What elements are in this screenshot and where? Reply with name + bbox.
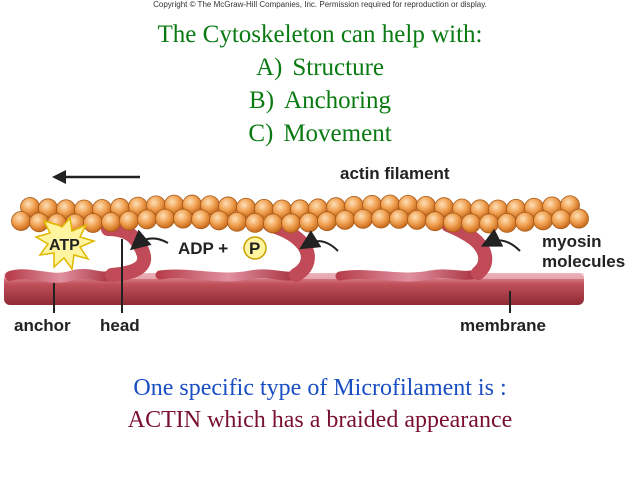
actin-bead xyxy=(408,210,427,229)
list-item-letter: C) xyxy=(248,120,273,147)
actin-bead xyxy=(300,213,319,232)
slide-heading: The Cytoskeleton can help with: xyxy=(0,18,640,51)
actin-bead xyxy=(84,214,103,233)
list-item-text: Structure xyxy=(292,54,384,81)
copyright-notice: Copyright © The McGraw-Hill Companies, I… xyxy=(0,0,640,10)
membrane-label: membrane xyxy=(460,316,546,335)
atp-label: ATP xyxy=(49,237,80,254)
anchor-label: anchor xyxy=(14,316,71,335)
actin-bead xyxy=(372,209,391,228)
list-item-text: Anchoring xyxy=(284,87,391,114)
caption-line-2: ACTIN which has a braided appearance xyxy=(0,404,640,436)
actin-bead xyxy=(390,209,409,228)
list-item-structure: A) Structure xyxy=(0,51,640,84)
phosphate-circle: P xyxy=(244,237,266,259)
actin-bead xyxy=(138,210,157,229)
list-item-anchoring: B) Anchoring xyxy=(0,84,640,117)
actin-bead xyxy=(534,211,553,230)
list-item-letter: A) xyxy=(256,54,282,81)
actin-bead xyxy=(462,214,481,233)
actin-bead xyxy=(516,212,535,231)
myosin-label-line2: molecules xyxy=(542,252,625,271)
actin-bead xyxy=(282,214,301,233)
title-block: The Cytoskeleton can help with: A) Struct… xyxy=(0,18,640,150)
list-item-letter: B) xyxy=(249,87,274,114)
actin-bead xyxy=(174,209,193,228)
phosphate-label: P xyxy=(249,239,260,258)
actin-myosin-diagram: actin filament ATP ADP + P myosin molecu… xyxy=(0,155,640,345)
actin-bead xyxy=(228,212,247,231)
adp-label: ADP + xyxy=(178,239,228,258)
head-label: head xyxy=(100,316,140,335)
movement-direction-arrow xyxy=(52,170,140,184)
actin-bead xyxy=(264,214,283,233)
caption-block: One specific type of Microfilament is : … xyxy=(0,372,640,436)
actin-filament-label: actin filament xyxy=(340,164,450,183)
caption-line-1: One specific type of Microfilament is : xyxy=(0,372,640,404)
actin-bead xyxy=(480,214,499,233)
actin-bead xyxy=(318,212,337,231)
myosin-label-line1: myosin xyxy=(542,232,602,251)
actin-filament xyxy=(12,195,589,233)
actin-bead xyxy=(498,213,517,232)
actin-bead xyxy=(12,212,31,231)
actin-bead xyxy=(246,213,265,232)
actin-bead xyxy=(354,209,373,228)
actin-bead xyxy=(444,213,463,232)
myosin-molecule-3 xyxy=(340,225,485,277)
actin-bead xyxy=(192,210,211,229)
actin-bead xyxy=(156,209,175,228)
actin-bead xyxy=(210,211,229,230)
actin-bead xyxy=(552,210,571,229)
actin-bead xyxy=(336,210,355,229)
actin-bead xyxy=(102,212,121,231)
actin-bead xyxy=(426,212,445,231)
actin-bead xyxy=(570,209,589,228)
list-item-movement: C) Movement xyxy=(0,117,640,150)
head-swing-arrow-3 xyxy=(488,240,520,251)
list-item-text: Movement xyxy=(283,120,391,147)
actin-bead xyxy=(120,211,139,230)
